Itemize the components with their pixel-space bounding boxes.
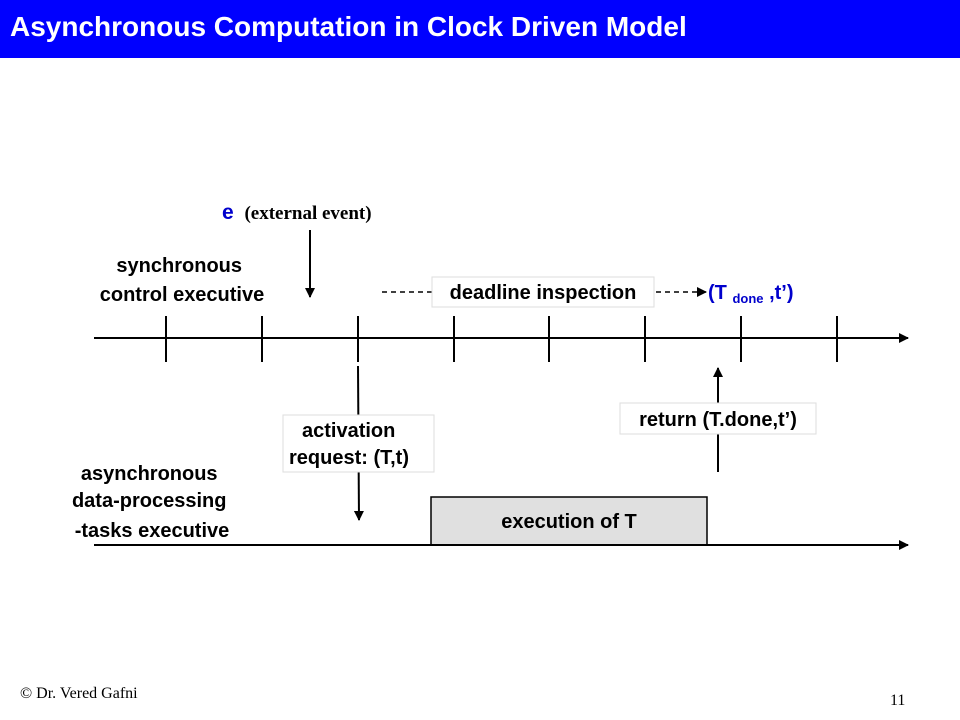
async-label-line2: data-processing [72, 490, 226, 512]
done-tuple-label: (T done ,t’) [708, 282, 794, 308]
deadline-box [431, 276, 655, 308]
execution-label: execution of T [501, 511, 637, 533]
activation-request-label: activation request: (T,t) [289, 420, 409, 469]
footer-copyright: © Dr. Vered Gafni [20, 685, 138, 702]
sync-label-line1: synchronous [116, 255, 242, 277]
clock-ticks [165, 316, 838, 362]
activation-box [282, 414, 435, 473]
slide-title: Asynchronous Computation in Clock Driven… [10, 11, 687, 42]
return-box [619, 402, 817, 435]
async-label-line3: -tasks executive [75, 520, 230, 542]
event-symbol: e [222, 201, 234, 224]
title-bar: Asynchronous Computation in Clock Driven… [0, 0, 960, 58]
event-description: (external event) [244, 203, 371, 224]
done-tuple-sub: done [732, 291, 763, 306]
done-tuple-open: (T [708, 282, 727, 304]
page-number: 11 [890, 692, 906, 709]
activation-line2: request: (T,t) [289, 447, 409, 469]
sync-executive-label: synchronous control executive [100, 255, 265, 306]
async-executive-label: asynchronous data-processing -tasks exec… [72, 463, 232, 542]
return-label: return (T.done,t’) [639, 409, 797, 431]
done-tuple-close: ,t’) [769, 282, 793, 304]
deadline-inspection-label: deadline inspection [450, 282, 637, 304]
execution-box [430, 496, 708, 546]
external-event-label: e (external event) [222, 201, 372, 224]
async-label-line1: asynchronous [81, 463, 218, 485]
activation-line1: activation [302, 420, 395, 442]
sync-label-line2: control executive [100, 284, 265, 306]
